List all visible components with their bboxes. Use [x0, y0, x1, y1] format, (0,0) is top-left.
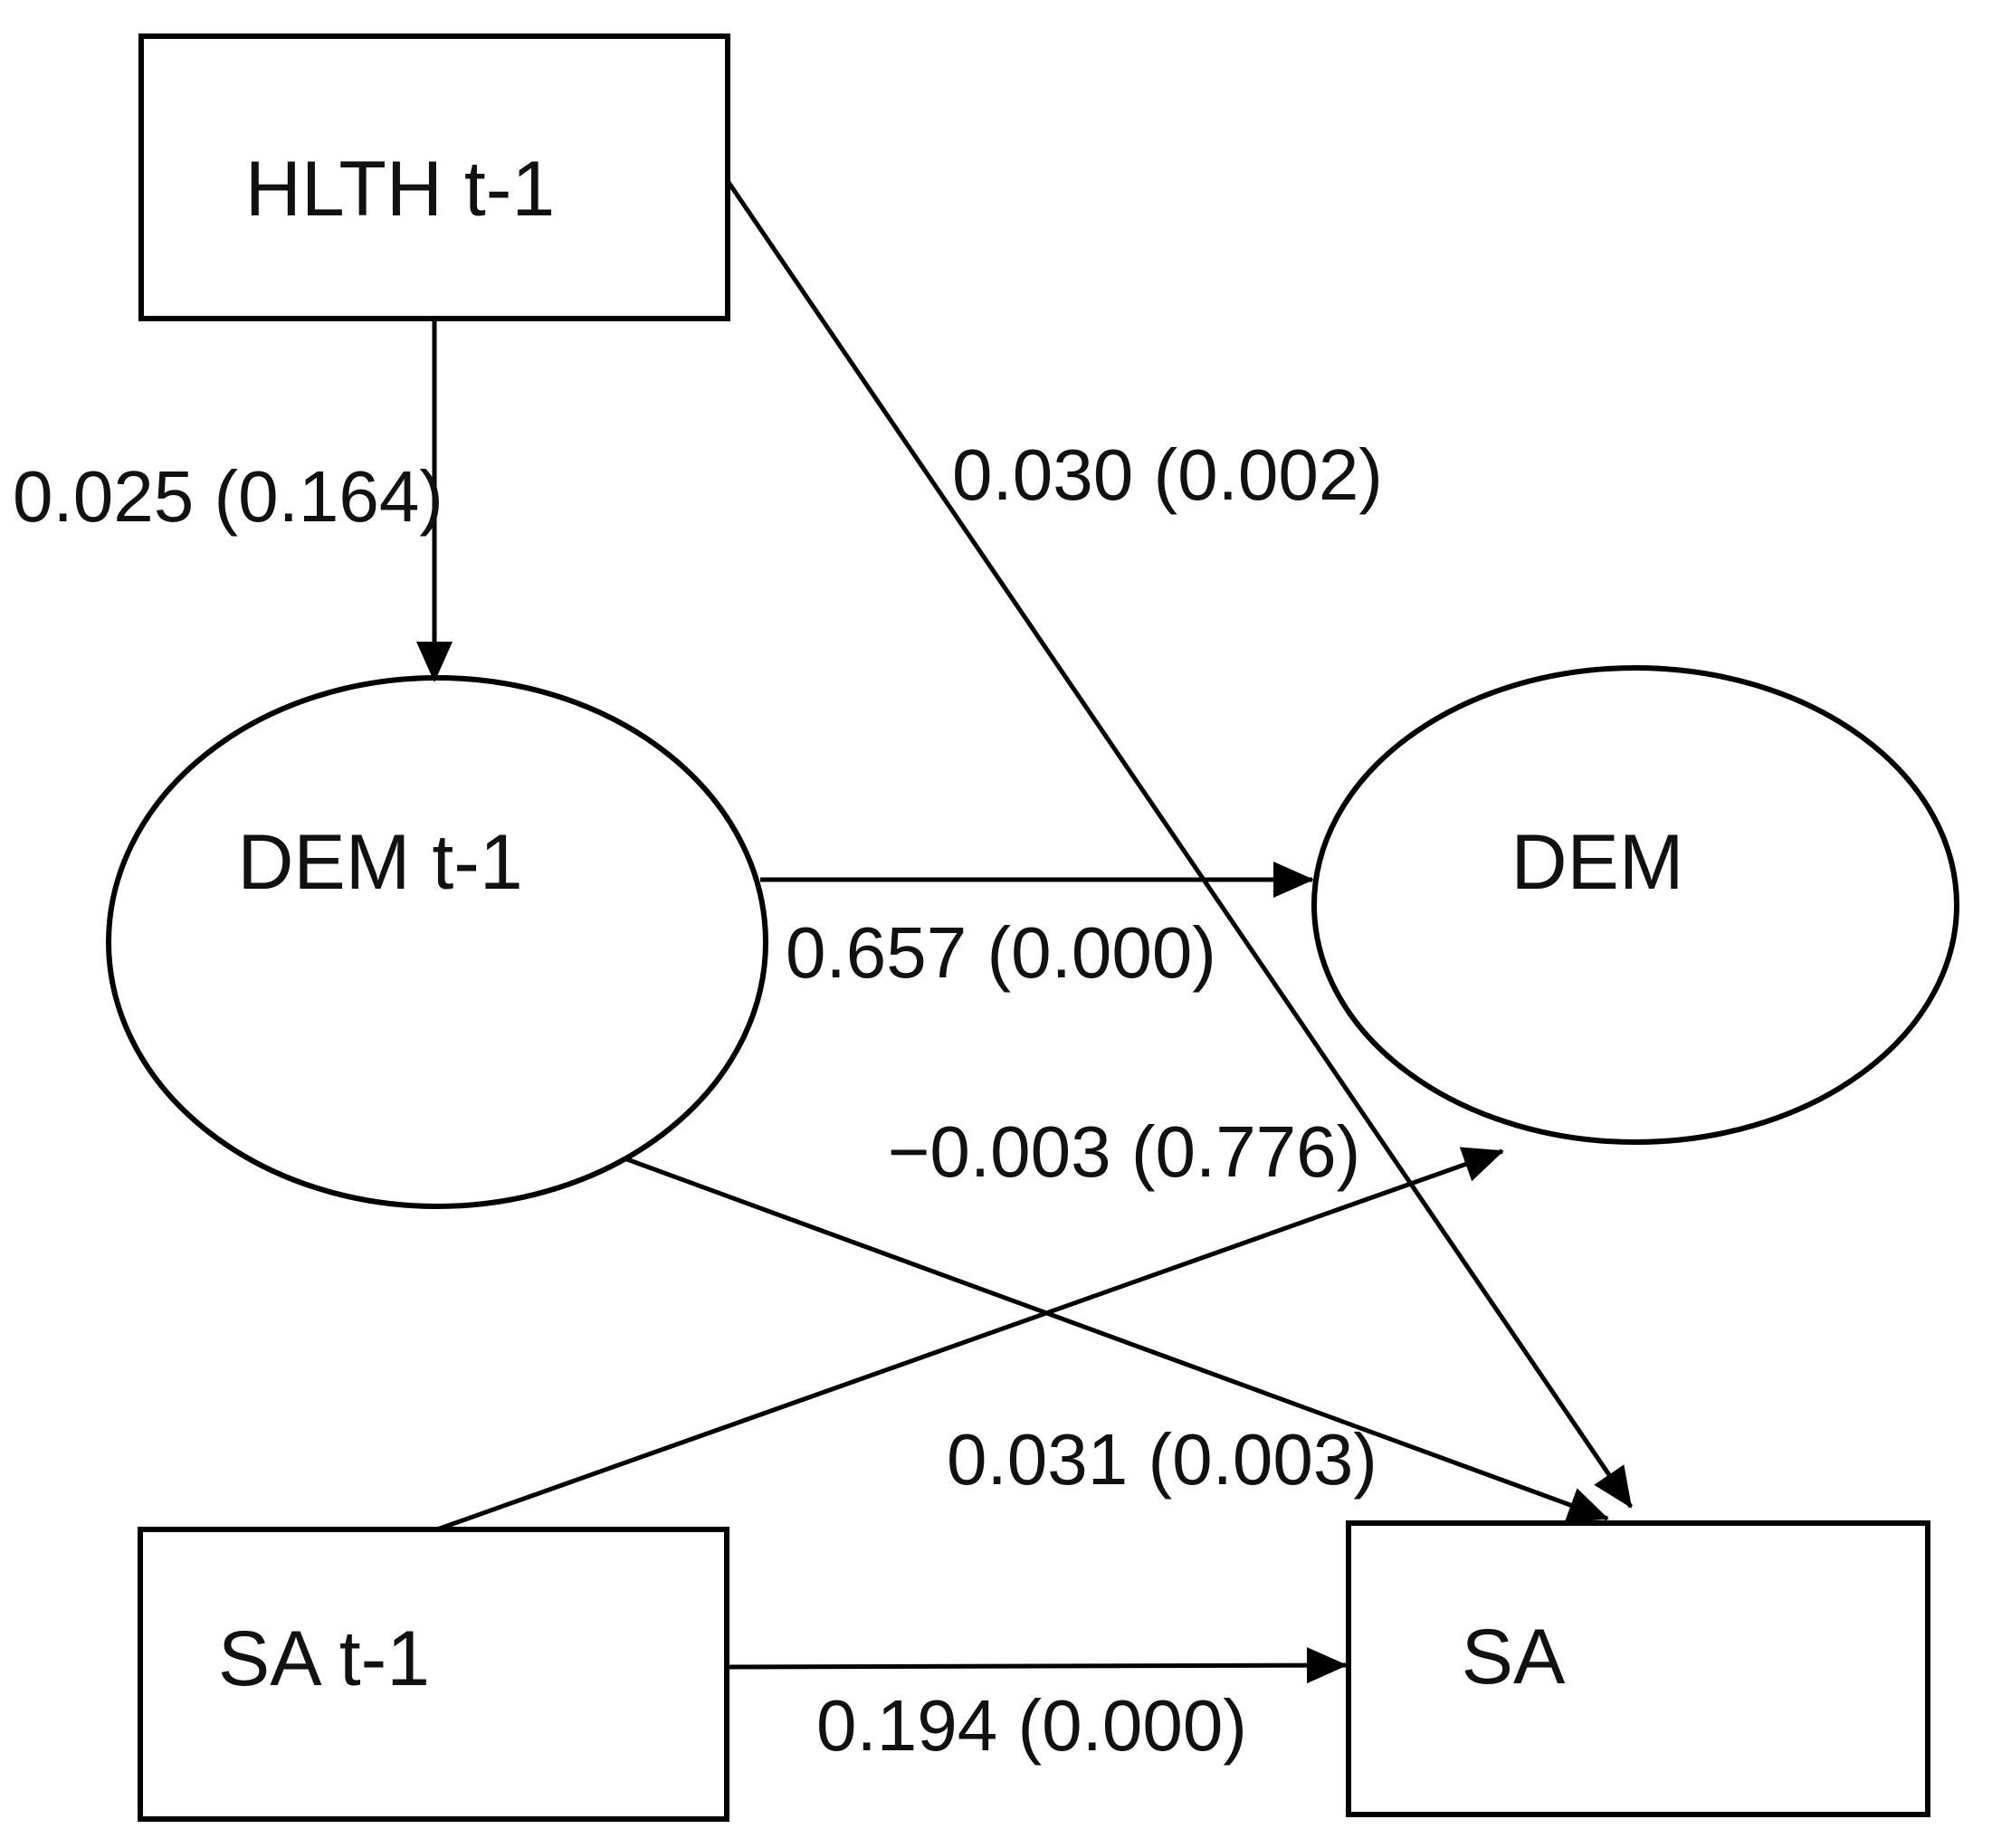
node-hlth-t1-box — [138, 33, 730, 321]
node-sa-t1-label: SA t-1 — [218, 1615, 430, 1702]
edge-hlth-t1-to-dem-t1-label: 0.025 (0.164) — [13, 456, 443, 537]
node-dem-label: DEM — [1511, 819, 1683, 906]
edge-sa-t1-to-dem-label: −0.003 (0.776) — [888, 1111, 1361, 1192]
edge-labels-layer: 0.025 (0.164) 0.030 (0.002) 0.657 (0.000) 0… — [13, 434, 1383, 1766]
node-dem-t1-ellipse — [106, 675, 768, 1209]
node-sa-label: SA — [1462, 1614, 1566, 1700]
edge-dem-t1-to-sa-arrow — [624, 1156, 1609, 1522]
edge-hlth-t1-to-sa-label: 0.030 (0.002) — [952, 434, 1383, 515]
edge-sa-t1-to-sa-arrow — [726, 1647, 1348, 1684]
edge-dem-t1-to-sa-label: 0.031 (0.003) — [947, 1419, 1377, 1500]
node-sa-t1-box — [138, 1527, 729, 1822]
edge-dem-t1-to-dem-label: 0.657 (0.000) — [786, 912, 1216, 993]
edge-hlth-t1-to-sa-arrow — [725, 179, 1634, 1509]
node-hlth-t1-label: HLTH t-1 — [245, 146, 555, 233]
node-dem-ellipse — [1311, 665, 1959, 1145]
edge-sa-t1-to-sa-label: 0.194 (0.000) — [816, 1685, 1247, 1766]
edges-layer — [416, 179, 1634, 1684]
node-dem-t1-label: DEM t-1 — [237, 819, 522, 906]
node-sa-box — [1346, 1520, 1930, 1817]
edge-sa-t1-to-dem-arrow — [436, 1147, 1504, 1532]
